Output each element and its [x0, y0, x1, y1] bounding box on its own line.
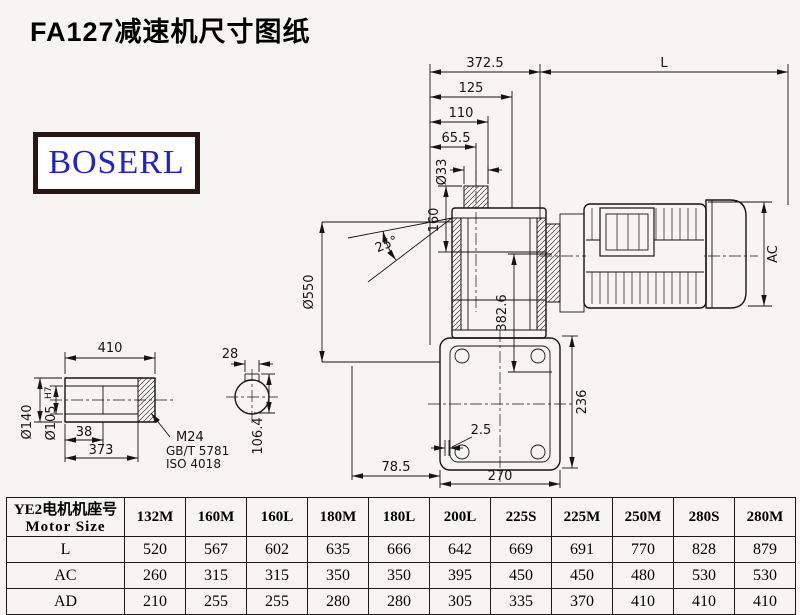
- size-col-header: 200L: [429, 497, 491, 537]
- cell: 480: [612, 562, 674, 589]
- cell: 530: [734, 562, 796, 589]
- cell: 879: [734, 536, 796, 563]
- cell: 315: [246, 562, 308, 589]
- cell: 530: [673, 562, 735, 589]
- size-col-header: 225M: [551, 497, 613, 537]
- cell: 410: [734, 588, 796, 615]
- terminal-box: [599, 207, 655, 257]
- dim-AC: AC: [766, 245, 781, 263]
- size-col-header: 225S: [490, 497, 552, 537]
- dimension-drawing: 372.5 L 125 110 65.5 Ø33 160 25° Ø550 38…: [20, 56, 789, 488]
- shaft-detail-view: 410 Ø140 Ø105 H7 38 373 M24 GB/T 5781 IS…: [20, 341, 229, 471]
- dim-angle-25: 25°: [373, 233, 400, 256]
- dim-372-5: 372.5: [466, 56, 503, 71]
- motor-size-header-en: Motor Size: [25, 519, 106, 535]
- size-col-header: 250M: [612, 497, 674, 537]
- table-row-L: L 520 567 602 635 666 642 669 691 770 82…: [6, 536, 796, 563]
- fan-cowl: [705, 199, 747, 309]
- row-label-AD: AD: [6, 588, 125, 615]
- cell: 691: [551, 536, 613, 563]
- boserl-logo-text: BOSERL: [48, 144, 185, 181]
- table-row-AD: AD 210 255 255 280 280 305 335 370 410 4…: [6, 588, 796, 615]
- cell: 305: [429, 588, 491, 615]
- size-col-header: 280S: [673, 497, 735, 537]
- callout-iso-4018: ISO 4018: [166, 457, 221, 471]
- dim-373: 373: [89, 443, 114, 458]
- dim-270: 270: [488, 469, 513, 484]
- cell: 255: [246, 588, 308, 615]
- dim-160: 160: [427, 208, 442, 233]
- callout-gbt-5781: GB/T 5781: [166, 444, 229, 458]
- cell: 770: [612, 536, 674, 563]
- dim-410: 410: [98, 341, 123, 356]
- cell: 602: [246, 536, 308, 563]
- dim-125: 125: [459, 81, 484, 96]
- cell: 395: [429, 562, 491, 589]
- dim-diameter-550: Ø550: [302, 274, 317, 309]
- cell: 255: [185, 588, 247, 615]
- cell: 520: [124, 536, 186, 563]
- motor-size-header-cn: YE2电机机座号: [13, 502, 118, 518]
- cell: 666: [368, 536, 430, 563]
- dim-28: 28: [222, 347, 239, 362]
- cell: 315: [185, 562, 247, 589]
- dim-shaft-diameter-33: Ø33: [435, 159, 450, 186]
- size-col-header: 280M: [734, 497, 796, 537]
- cell: 410: [673, 588, 735, 615]
- section-view: 28 106.4: [222, 347, 278, 455]
- cell: 280: [368, 588, 430, 615]
- dim-110: 110: [449, 106, 474, 121]
- cell: 335: [490, 588, 552, 615]
- callout-m24: M24: [176, 430, 204, 445]
- size-col-header: 160L: [246, 497, 308, 537]
- dim-382-6: 382.6: [495, 294, 510, 331]
- size-col-header: 160M: [185, 497, 247, 537]
- dim-38: 38: [76, 425, 93, 440]
- cell: 567: [185, 536, 247, 563]
- cell: 370: [551, 588, 613, 615]
- table-header-row: YE2电机机座号 Motor Size 132M 160M 160L 180M …: [6, 497, 796, 537]
- dim-L: L: [660, 56, 668, 71]
- motor-size-table: YE2电机机座号 Motor Size 132M 160M 160L 180M …: [6, 497, 796, 615]
- main-view: [428, 170, 758, 482]
- cell: 210: [124, 588, 186, 615]
- dim-78-5: 78.5: [382, 460, 411, 475]
- dim-236: 236: [575, 390, 590, 415]
- cell: 450: [490, 562, 552, 589]
- cell: 350: [368, 562, 430, 589]
- dim-65-5: 65.5: [442, 131, 471, 146]
- motor-size-header: YE2电机机座号 Motor Size: [6, 497, 125, 537]
- cell: 450: [551, 562, 613, 589]
- boserl-logo: BOSERL: [33, 132, 200, 194]
- dim-diameter-105: Ø105: [44, 405, 59, 440]
- dim-106-4: 106.4: [251, 417, 266, 454]
- cell: 350: [307, 562, 369, 589]
- dim-diameter-140: Ø140: [20, 404, 35, 439]
- dim-2-5: 2.5: [471, 423, 492, 438]
- row-label-AC: AC: [6, 562, 125, 589]
- size-col-header: 180M: [307, 497, 369, 537]
- cell: 260: [124, 562, 186, 589]
- cell: 280: [307, 588, 369, 615]
- cell: 828: [673, 536, 735, 563]
- cell: 410: [612, 588, 674, 615]
- row-label-L: L: [6, 536, 125, 563]
- cell: 642: [429, 536, 491, 563]
- size-col-header: 180L: [368, 497, 430, 537]
- page-title: FA127减速机尺寸图纸: [30, 17, 311, 47]
- cell: 635: [307, 536, 369, 563]
- size-col-header: 132M: [124, 497, 186, 537]
- cell: 669: [490, 536, 552, 563]
- dim-105-tolerance: H7: [44, 387, 54, 400]
- table-row-AC: AC 260 315 315 350 350 395 450 450 480 5…: [6, 562, 796, 589]
